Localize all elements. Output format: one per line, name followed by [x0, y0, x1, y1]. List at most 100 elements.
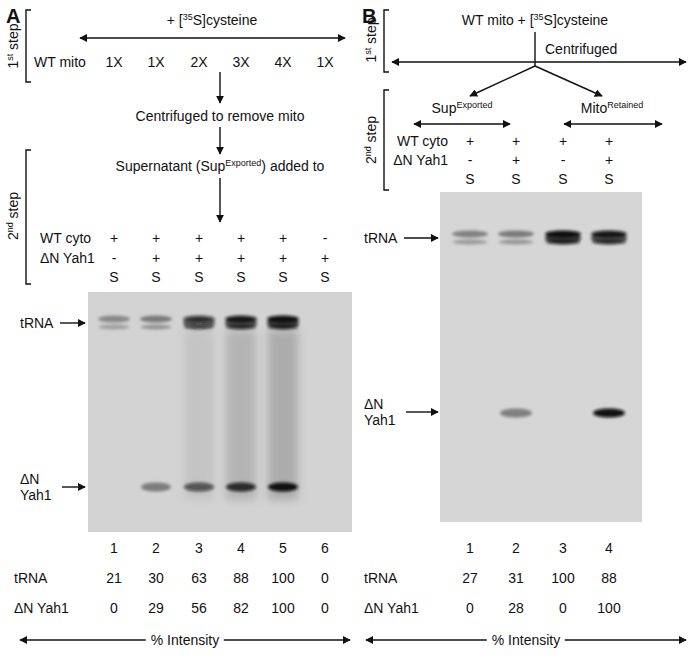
condition-sign: +: [605, 152, 613, 168]
intensity-value: 100: [271, 600, 294, 616]
gel-image: [440, 192, 642, 522]
fraction-label: S: [278, 269, 287, 285]
step-note: Supernatant (SupExported) added to: [116, 158, 325, 174]
step-bracket: [384, 10, 389, 72]
lane-number: 3: [195, 540, 203, 556]
flow-arrow: [219, 178, 220, 222]
row-label: WT cyto: [40, 230, 91, 246]
intensity-value: 100: [597, 600, 620, 616]
flow-arrow: [470, 66, 535, 96]
condition-sign: +: [110, 230, 118, 246]
reagent-label: WT mito + [35S]cysteine: [462, 12, 608, 28]
row-label: WT mito: [34, 54, 86, 70]
condition-sign: +: [195, 250, 203, 266]
row-label: tRNA: [14, 570, 47, 586]
condition-sign: -: [112, 250, 117, 266]
gel-band: [593, 409, 625, 418]
fraction-label: MitoRetained: [581, 100, 643, 116]
row-label: ΔN Yah1: [40, 250, 95, 266]
reagent-label: + [35S]cysteine: [167, 12, 258, 28]
axis-label: % Intensity: [146, 632, 224, 648]
condition-sign: -: [468, 152, 473, 168]
row-label: ΔN Yah1: [364, 600, 419, 616]
intensity-value: 0: [321, 600, 329, 616]
double-arrow: [80, 37, 345, 38]
intensity-value: 0: [110, 600, 118, 616]
gel-band: [184, 483, 214, 492]
fraction-label: S: [151, 269, 160, 285]
condition-sign: +: [279, 250, 287, 266]
step-bracket: [384, 90, 389, 190]
band-pointer: [406, 411, 438, 412]
gel-band: [225, 316, 257, 330]
gel-band: [545, 231, 581, 245]
gel-band: [98, 316, 130, 330]
fraction-label: S: [465, 171, 474, 187]
intensity-value: 27: [462, 570, 478, 586]
step-note: Centrifuged to remove mito: [136, 108, 305, 124]
band-label: tRNA: [364, 230, 397, 246]
step-bracket: [26, 150, 31, 284]
condition-sign: +: [237, 250, 245, 266]
band-label: ΔN Yah1: [364, 396, 404, 428]
step-label: 2nd step: [5, 192, 21, 240]
condition-sign: +: [512, 133, 520, 149]
gel-smear: [184, 330, 214, 500]
fraction-label: S: [511, 171, 520, 187]
lane-number: 6: [321, 540, 329, 556]
gel-band: [498, 231, 534, 245]
gel-band: [267, 316, 299, 330]
step-note: Centrifuged: [545, 41, 617, 57]
dose-label: 4X: [274, 54, 291, 70]
flow-arrow: [535, 66, 602, 96]
flow-arrow: [219, 72, 220, 103]
condition-sign: +: [152, 250, 160, 266]
condition-sign: +: [279, 230, 287, 246]
lane-number: 4: [605, 540, 613, 556]
intensity-value: 30: [148, 570, 164, 586]
lane-number: 2: [152, 540, 160, 556]
gel-band: [500, 409, 532, 418]
row-label: WT cyto: [397, 133, 448, 149]
condition-sign: -: [561, 152, 566, 168]
band-pointer: [60, 322, 85, 323]
row-label: ΔN Yah1: [393, 152, 448, 168]
dose-label: 1X: [105, 54, 122, 70]
double-arrow: [564, 123, 662, 124]
intensity-value: 63: [191, 570, 207, 586]
band-label: ΔN Yah1: [20, 471, 60, 503]
lane-number: 1: [466, 540, 474, 556]
axis-label: % Intensity: [487, 632, 565, 648]
intensity-value: 28: [508, 600, 524, 616]
intensity-value: 88: [601, 570, 617, 586]
intensity-value: 31: [508, 570, 524, 586]
fraction-label: SupExported: [432, 100, 493, 116]
gel-smear: [226, 330, 256, 500]
gel-band: [226, 483, 256, 492]
gel-band: [268, 483, 298, 492]
double-arrow: [414, 123, 510, 124]
intensity-value: 100: [551, 570, 574, 586]
condition-sign: -: [323, 230, 328, 246]
condition-sign: +: [512, 152, 520, 168]
flow-arrow: [219, 127, 220, 154]
fraction-label: S: [194, 269, 203, 285]
condition-sign: +: [466, 133, 474, 149]
row-label: ΔN Yah1: [14, 600, 69, 616]
condition-sign: +: [321, 250, 329, 266]
fraction-label: S: [558, 171, 567, 187]
gel-image: [88, 292, 352, 532]
flow-arrow: [534, 32, 535, 66]
lane-number: 3: [559, 540, 567, 556]
condition-sign: +: [559, 133, 567, 149]
intensity-value: 0: [321, 570, 329, 586]
lane-number: 2: [512, 540, 520, 556]
dose-label: 1X: [316, 54, 333, 70]
intensity-value: 100: [271, 570, 294, 586]
intensity-value: 0: [466, 600, 474, 616]
dose-label: 1X: [147, 54, 164, 70]
dose-label: 2X: [190, 54, 207, 70]
fraction-label: S: [320, 269, 329, 285]
